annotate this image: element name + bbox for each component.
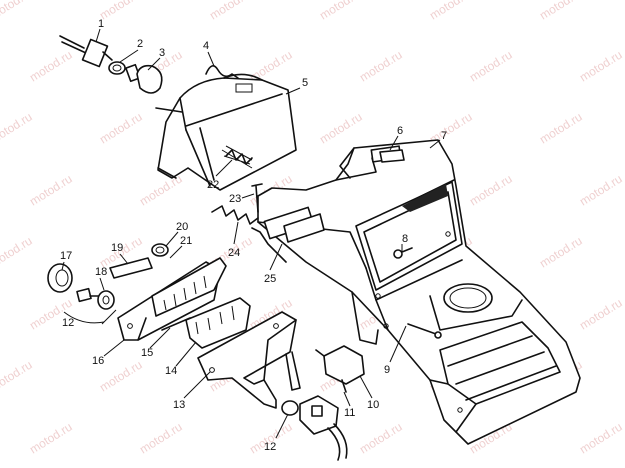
part-6-decal (379, 149, 405, 163)
part-15-screw (161, 317, 191, 331)
part-21-bracket-plate (151, 257, 227, 317)
callout-8: 8 (402, 233, 408, 245)
watermark-text: motod.ru (537, 234, 585, 271)
watermark-text: motod.ru (0, 110, 35, 147)
callout-12-upper: 12 (62, 317, 74, 329)
callout-12-lower: 12 (264, 441, 276, 453)
callout-21: 21 (180, 235, 192, 247)
part-19-label (109, 257, 153, 279)
watermark-text: motod.ru (577, 48, 625, 85)
leader-lines (61, 28, 441, 439)
part-10-relay (315, 345, 365, 385)
callout-14: 14 (165, 365, 177, 377)
part-11-fastener (341, 379, 347, 393)
watermark-text: motod.ru (137, 420, 185, 457)
callout-11: 11 (344, 407, 355, 419)
part-7-hood-body (257, 139, 581, 445)
part-1-wire-connector (59, 35, 113, 68)
callout-25: 25 (264, 273, 276, 285)
watermark-text: motod.ru (207, 0, 255, 23)
watermark-text: motod.ru (537, 110, 585, 147)
part-25-decal (283, 213, 325, 243)
part-20-grommet (151, 243, 169, 257)
callout-10: 10 (367, 399, 379, 411)
watermark-text: motod.ru (427, 0, 475, 23)
callout-7: 7 (441, 130, 447, 142)
watermark-text: motod.ru (577, 420, 625, 457)
part-12-indicator-lamp-lower (281, 395, 348, 461)
watermark-text: motod.ru (0, 0, 35, 23)
watermark-text: motod.ru (357, 420, 405, 457)
part-9-bolt (407, 323, 442, 339)
watermark-text: motod.ru (27, 48, 75, 85)
watermark-text: motod.ru (317, 110, 365, 147)
part-23-screw (251, 183, 263, 213)
part-8-screw (393, 247, 413, 259)
callout-24: 24 (228, 247, 240, 259)
watermark-text: motod.ru (467, 172, 515, 209)
watermark-text: motod.ru (27, 420, 75, 457)
watermark-text: motod.ru (0, 358, 35, 395)
callout-16: 16 (92, 355, 104, 367)
part-13-mount-plate (197, 311, 301, 409)
part-5-headlight-housing (155, 73, 297, 191)
callout-labels: 1 2 3 4 5 6 7 8 9 10 11 12 12 13 14 15 1… (60, 18, 447, 453)
watermark-text: motod.ru (0, 234, 35, 271)
callout-9: 9 (384, 364, 390, 376)
watermark-text: motod.ru (97, 0, 145, 23)
callout-15: 15 (141, 347, 153, 359)
callout-13: 13 (173, 399, 185, 411)
watermark-text: motod.ru (577, 296, 625, 333)
callout-17: 17 (60, 250, 72, 262)
part-3-bulb (125, 63, 163, 94)
part-14-switch-block (185, 297, 251, 349)
callout-6: 6 (397, 125, 403, 137)
callout-18: 18 (95, 266, 107, 278)
callout-23: 23 (229, 193, 241, 205)
watermark-text: motod.ru (357, 48, 405, 85)
callout-2: 2 (137, 38, 143, 50)
part-24-spring (211, 205, 287, 263)
callout-3: 3 (159, 47, 165, 59)
callout-19: 19 (111, 242, 123, 254)
callout-4: 4 (203, 40, 209, 52)
part-18-switch-knob (76, 287, 115, 310)
watermark-text: motod.ru (137, 172, 185, 209)
watermark-text: motod.ru (97, 110, 145, 147)
part-22-spring (225, 149, 253, 165)
watermark-text: motod.ru (27, 172, 75, 209)
watermark-text: motod.ru (317, 0, 365, 23)
part-4-spring-clip (205, 65, 239, 79)
callout-5: 5 (302, 77, 308, 89)
watermark-text: motod.ru (577, 172, 625, 209)
watermark-text: motod.ru (467, 48, 515, 85)
callout-22: 22 (207, 179, 219, 191)
part-17-knob (47, 263, 73, 293)
callout-20: 20 (176, 221, 188, 233)
watermark-text: motod.ru (537, 0, 585, 23)
part-2-socket (108, 61, 126, 75)
callout-1: 1 (98, 18, 104, 30)
